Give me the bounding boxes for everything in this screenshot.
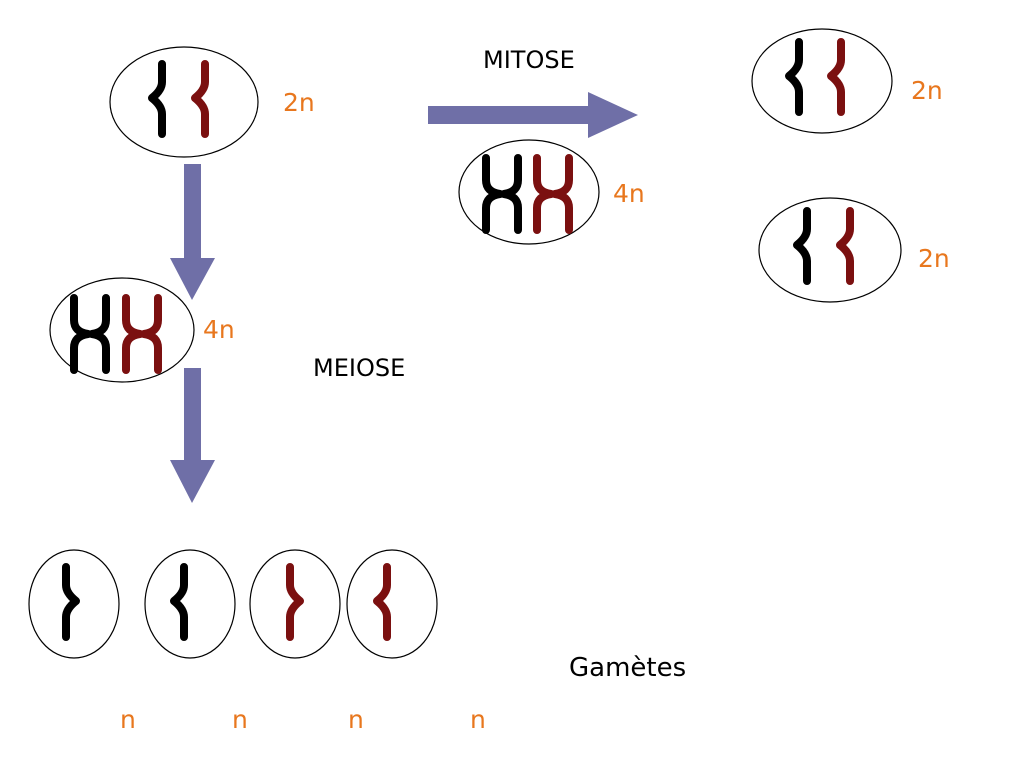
mitosis-daughter-cell-bottom <box>758 197 902 303</box>
ploidy-mitosis-daughter-bottom: 2n <box>918 244 950 273</box>
gamete-4 <box>346 549 438 659</box>
meiosis-label: MEIOSE <box>313 354 406 382</box>
meiosis-arrow-upper <box>170 164 215 300</box>
gametes-label: Gamètes <box>569 653 687 683</box>
ploidy-gamete-3: n <box>348 705 364 734</box>
ploidy-gamete-1: n <box>120 705 136 734</box>
ploidy-mitosis-replicated: 4n <box>613 179 645 208</box>
mitosis-label: MITOSE <box>483 46 575 74</box>
ploidy-gamete-2: n <box>232 705 248 734</box>
gamete-2 <box>144 549 236 659</box>
gamete-3 <box>249 549 341 659</box>
meiosis-arrow-lower <box>170 368 215 503</box>
ploidy-meiosis-replicated: 4n <box>203 315 235 344</box>
ploidy-gamete-4: n <box>470 705 486 734</box>
ploidy-mother-cell: 2n <box>283 88 315 117</box>
mitosis-arrow <box>428 92 638 138</box>
gamete-1 <box>28 549 120 659</box>
ploidy-mitosis-daughter-top: 2n <box>911 76 943 105</box>
mitosis-daughter-cell-top <box>751 28 893 134</box>
mitosis-replicated-cell <box>458 139 600 245</box>
mother-cell <box>109 46 259 158</box>
meiosis-replicated-cell <box>49 277 195 383</box>
